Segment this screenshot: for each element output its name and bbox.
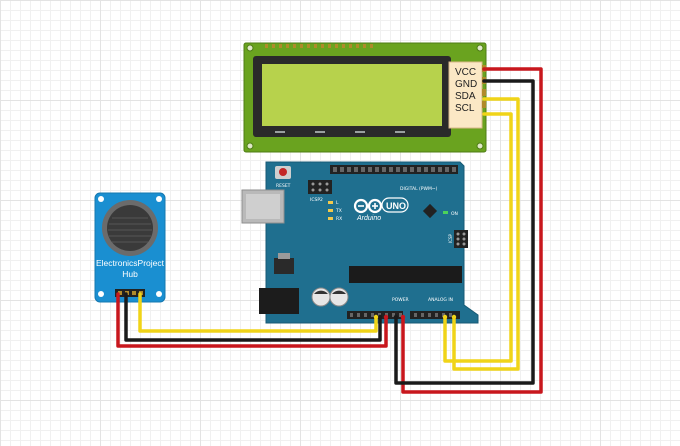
wire-lcd-gnd bbox=[394, 79, 535, 385]
uno-label: UNO bbox=[386, 201, 406, 211]
sensor-mount-hole bbox=[98, 291, 104, 297]
wire-endpoints bbox=[373, 314, 457, 320]
sensor-label-line1: ElectronicsProject bbox=[96, 258, 165, 268]
icsp2-label: ICSP2 bbox=[310, 197, 323, 203]
sensor-header bbox=[115, 289, 145, 297]
tx-label: L bbox=[336, 200, 339, 206]
digital-label: DIGITAL (PWM~) bbox=[400, 186, 438, 192]
lcd-pin-sda: SDA bbox=[455, 91, 476, 102]
tx-led-label: TX bbox=[335, 208, 342, 214]
lcd-mount-hole bbox=[476, 142, 484, 150]
power-label: POWER bbox=[392, 297, 409, 303]
lcd-header-pins bbox=[265, 44, 373, 48]
wires bbox=[116, 67, 543, 394]
wire-sensor-signal bbox=[138, 292, 378, 333]
lcd-mount-hole bbox=[246, 142, 254, 150]
atmega-chip bbox=[349, 266, 462, 283]
sensor-mount-hole bbox=[98, 196, 104, 202]
dc-power-jack bbox=[259, 288, 299, 314]
voltage-regulator bbox=[274, 258, 294, 274]
analog-label: ANALOG IN bbox=[428, 297, 453, 303]
sensor-mount-hole bbox=[156, 291, 162, 297]
lcd-pin-vcc: VCC bbox=[455, 67, 476, 78]
wire-sensor-gnd bbox=[124, 292, 382, 342]
wire-lcd-sda-a4 bbox=[452, 97, 520, 371]
usb-chip bbox=[422, 203, 438, 219]
uno-badge bbox=[381, 197, 409, 213]
arduino-brand: Arduino bbox=[356, 215, 381, 222]
power-header bbox=[347, 311, 403, 319]
sensor-mount-hole bbox=[156, 196, 162, 202]
rx-led-label: RX bbox=[336, 216, 342, 222]
lcd-pin-scl: SCL bbox=[455, 103, 475, 114]
icsp2-header bbox=[308, 180, 332, 194]
reset-button[interactable] bbox=[279, 168, 287, 176]
lcd-mount-hole bbox=[476, 44, 484, 52]
lcd-screen bbox=[262, 64, 442, 126]
icsp-label: ICSP bbox=[448, 233, 453, 243]
on-label: ON bbox=[451, 211, 458, 217]
wire-lcd-scl-a5 bbox=[443, 112, 513, 363]
arduino-uno-board: RESET ICSP2 DIGITAL (PWM~) L TX bbox=[241, 161, 479, 324]
sensor-label-line2: Hub bbox=[122, 269, 138, 279]
reset-label: RESET bbox=[276, 183, 291, 189]
wire-lcd-vcc-5v bbox=[401, 67, 543, 394]
icsp-header bbox=[454, 230, 468, 248]
wire-sensor-vcc bbox=[116, 292, 388, 348]
lcd-module: VCC GND SDA SCL bbox=[243, 42, 487, 153]
digital-header-pins bbox=[333, 167, 456, 172]
lcd-mount-hole bbox=[246, 44, 254, 52]
gas-sensor-module: ElectronicsProject Hub bbox=[94, 192, 166, 303]
lcd-pin-gnd: GND bbox=[455, 79, 477, 90]
digital-header bbox=[330, 165, 458, 174]
arduino-logo bbox=[353, 198, 383, 214]
